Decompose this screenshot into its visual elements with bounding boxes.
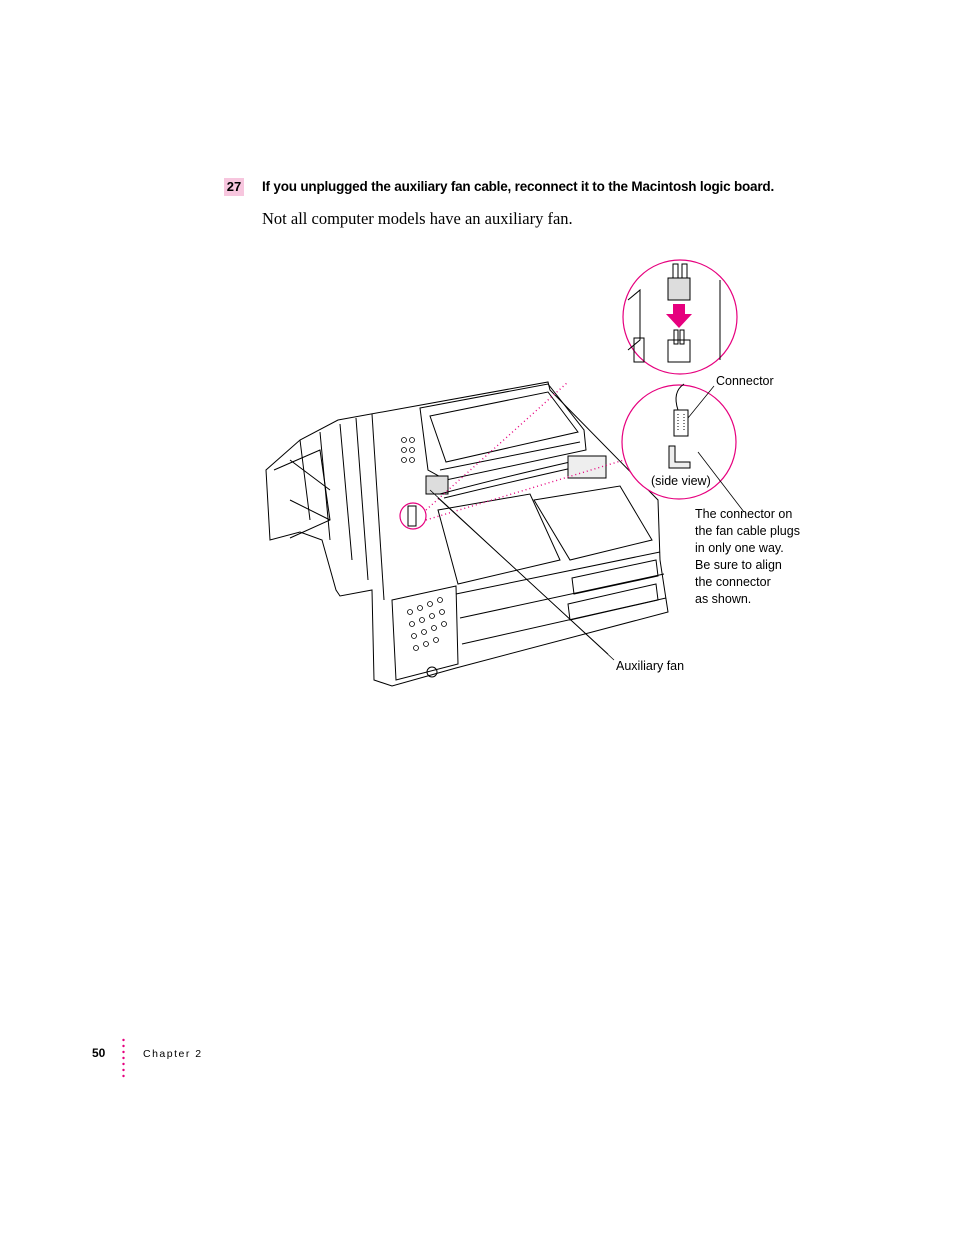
insert-arrow-icon — [666, 304, 692, 328]
callout-side-view: (side view) — [651, 474, 711, 488]
step-heading: If you unplugged the auxiliary fan cable… — [262, 179, 775, 194]
chapter-label: Chapter 2 — [143, 1048, 203, 1060]
drive-cage — [419, 383, 587, 481]
zoom-circle-side-view — [621, 384, 737, 500]
lower-drive-bays — [437, 493, 561, 585]
callout-connector-note: The connector on the fan cable plugs in … — [695, 507, 800, 606]
callout-auxiliary-fan: Auxiliary fan — [616, 659, 685, 673]
step-body-text: Not all computer models have an auxiliar… — [262, 209, 573, 228]
page-number: 50 — [92, 1046, 106, 1060]
step-number-badge: 27 — [224, 178, 244, 196]
front-panel — [391, 585, 459, 681]
footer-dotted-rule — [122, 1038, 125, 1078]
callout-connector: Connector — [716, 374, 774, 388]
connector-highlight-circle — [399, 502, 427, 530]
auxiliary-fan — [425, 475, 449, 495]
chassis-outline — [265, 381, 669, 687]
